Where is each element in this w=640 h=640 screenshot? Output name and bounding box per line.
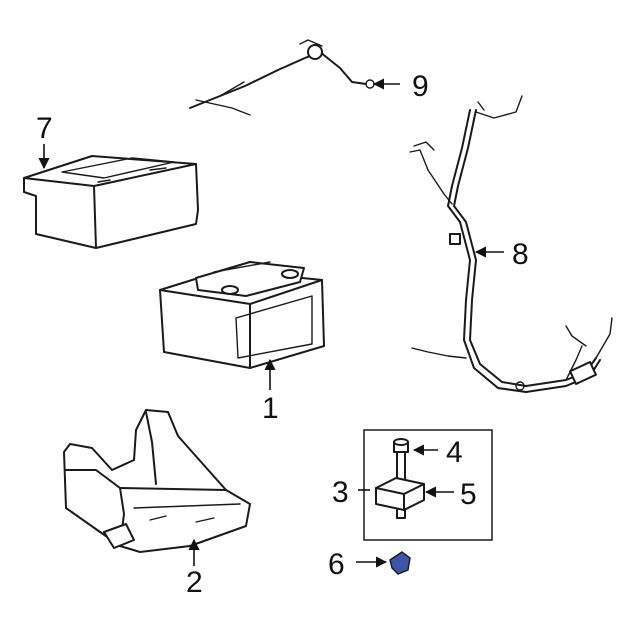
callout-number-8: 8	[512, 238, 529, 271]
negative-cable-drawing	[189, 39, 375, 116]
callout-number-4: 4	[446, 436, 463, 469]
callout-arrows	[38, 78, 504, 568]
callout-number-9: 9	[412, 70, 429, 103]
callout-number-6: 6	[328, 548, 345, 581]
clip-drawing	[389, 551, 411, 575]
callout-number-5: 5	[460, 478, 477, 511]
callout-number-1: 1	[262, 392, 279, 425]
positive-cable-drawing	[409, 95, 613, 393]
callout-number-3: 3	[332, 476, 349, 509]
battery-cover-drawing	[23, 155, 199, 249]
battery-drawing	[159, 261, 325, 369]
battery-tray-drawing	[63, 409, 251, 553]
callout-number-2: 2	[186, 566, 203, 599]
hold-down-assembly-drawing	[363, 429, 493, 541]
callout-number-7: 7	[36, 112, 53, 145]
